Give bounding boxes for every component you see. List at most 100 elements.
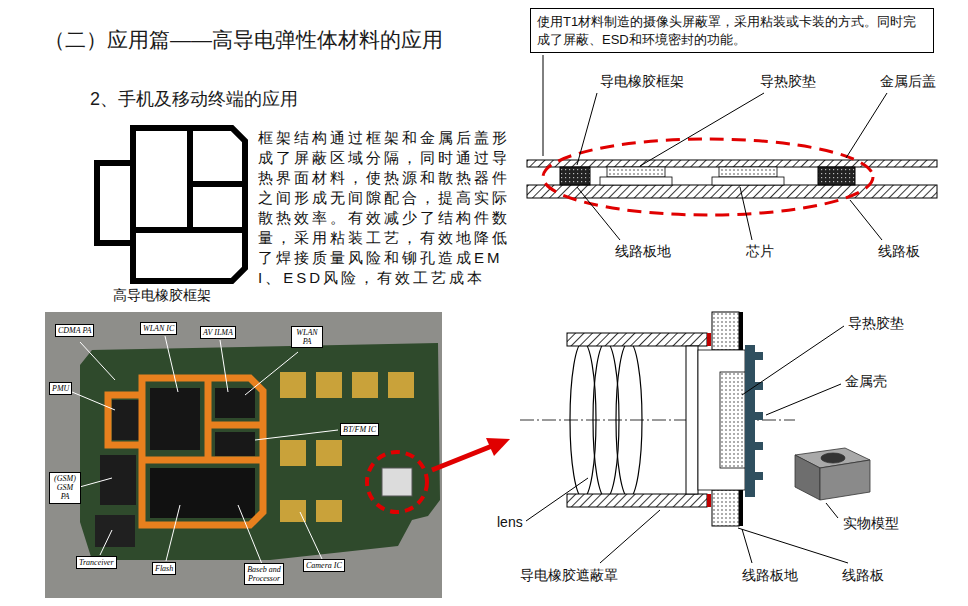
red-arrow	[432, 438, 510, 470]
component-name: AV ILMA	[203, 328, 233, 337]
leader-line	[846, 93, 887, 158]
rubber-frame	[818, 167, 855, 185]
dashed-ellipse	[543, 139, 873, 215]
part-label: 线路板	[842, 567, 884, 584]
metal-cover	[527, 160, 937, 167]
frame-divider	[133, 128, 245, 230]
leader-line	[577, 187, 620, 240]
leader-line	[738, 528, 848, 563]
leader-lines	[72, 336, 338, 564]
component-label: BT/FM IC	[340, 423, 379, 436]
leader-line	[526, 478, 588, 521]
part-label: 金属后盖	[880, 73, 936, 90]
pcb-photo	[45, 312, 442, 598]
frame-section	[527, 55, 937, 240]
chip	[600, 177, 672, 185]
arrow-head	[486, 438, 510, 456]
gold-pad	[280, 440, 306, 466]
component-label: Tranceiver	[76, 556, 117, 569]
chip	[150, 388, 200, 450]
shield-frame	[108, 378, 263, 525]
component-label: Flash	[152, 562, 176, 575]
lens	[593, 342, 619, 498]
board-ground	[739, 490, 743, 526]
leader-line	[826, 503, 838, 518]
photo-ground	[45, 312, 442, 598]
shell-tab	[755, 472, 763, 480]
seal-mark	[707, 494, 711, 507]
gold-pad	[280, 372, 306, 398]
lens	[616, 342, 642, 498]
chip	[150, 468, 255, 518]
chip	[112, 400, 140, 440]
seal-mark	[707, 333, 711, 346]
component-name: PMU	[52, 384, 69, 393]
leader-line	[640, 93, 764, 166]
circuit-board	[712, 490, 739, 526]
leader-line	[76, 478, 112, 488]
model-hole	[821, 453, 845, 463]
thermal-pad	[720, 372, 745, 468]
leader-line	[220, 340, 228, 392]
part-label: lens	[497, 514, 523, 531]
gold-pad	[352, 372, 378, 398]
leader-line	[100, 530, 112, 555]
leader-line	[300, 512, 322, 559]
camera-section	[520, 312, 870, 563]
leader-line	[245, 352, 298, 395]
note-leader	[543, 55, 544, 156]
shell-tab	[755, 352, 763, 360]
component-label: CDMA PA	[55, 324, 94, 337]
frame-drawing	[97, 128, 245, 281]
gold-pad	[316, 372, 342, 398]
board-ground	[739, 312, 743, 350]
leader-line	[850, 200, 882, 240]
model-side	[820, 460, 870, 500]
gold-pad	[316, 440, 342, 466]
component-name: Flash	[155, 564, 173, 573]
leader-line	[165, 336, 178, 392]
shield-wall	[567, 494, 707, 507]
description: 框架结构通过框架和金属后盖形成了屏蔽区域分隔，同时通过导热界面材料，使热源和散热…	[258, 128, 514, 288]
chip	[215, 432, 255, 456]
part-label: 导电橡胶遮蔽罩	[520, 567, 618, 584]
part-label: 导热胶垫	[760, 73, 816, 90]
rubber-frame	[560, 167, 590, 185]
board-opening	[698, 350, 745, 490]
chip	[95, 515, 135, 547]
note-box: 使用T1材料制造的摄像头屏蔽罩，采用粘装或卡装的方式。同时完成了屏蔽、ESD和环…	[530, 8, 934, 53]
component-name: (GSM) GSM PA	[52, 474, 78, 502]
camera-cutout	[382, 468, 412, 496]
leader-lines	[526, 326, 848, 563]
frame-side	[97, 163, 133, 243]
part-label: 线路板	[878, 243, 920, 260]
lens	[570, 342, 596, 498]
subtitle: 2、手机及移动终端的应用	[90, 89, 298, 111]
shell-tab	[755, 412, 763, 420]
leader-line	[72, 392, 115, 410]
gold-pad	[316, 500, 342, 522]
thermal-pad	[607, 167, 665, 177]
part-label: 金属壳	[845, 373, 887, 390]
part-label: 实物模型	[843, 515, 899, 532]
leader-line	[742, 326, 844, 395]
dashed-circle	[367, 452, 427, 512]
frame-outline	[142, 378, 263, 525]
part-label: 线路板地	[742, 567, 798, 584]
page-title: （二）应用篇——高导电弹性体材料的应用	[44, 27, 443, 52]
leader-lines	[577, 93, 887, 240]
component-name: Camera IC	[306, 561, 342, 570]
chip	[712, 177, 784, 185]
circuit-board	[527, 185, 937, 198]
leader-line	[238, 505, 262, 564]
component-label: WLAN IC	[140, 322, 177, 335]
component-name: CDMA PA	[58, 326, 91, 335]
component-label: PMU	[49, 382, 72, 395]
component-name: WLAN PA	[294, 328, 320, 346]
leader-line	[740, 187, 752, 240]
arrow-shaft	[432, 446, 492, 470]
part-label: 导热胶垫	[848, 315, 904, 332]
frame-outline	[133, 128, 245, 281]
model-front	[795, 455, 820, 500]
component-label: Baseb and Processor	[244, 563, 284, 585]
